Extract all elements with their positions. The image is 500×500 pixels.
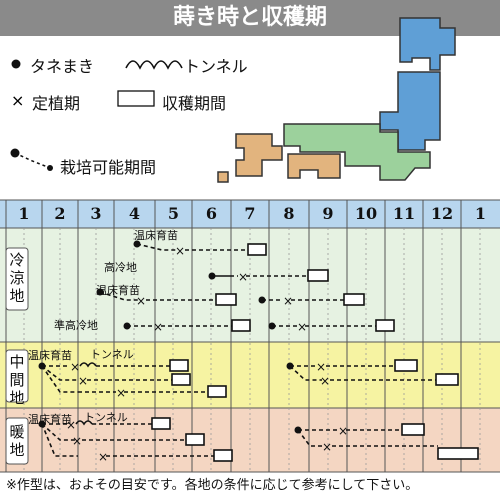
month-label: 5 (167, 204, 180, 223)
month-label: 9 (322, 204, 334, 223)
month-label: 2 (54, 204, 66, 223)
svg-text:×: × (320, 374, 330, 388)
month-label: 10 (354, 204, 378, 223)
legend-harvest-label: 収穫期間 (162, 94, 227, 113)
label-hotbed-mid: 温床育苗 (28, 349, 72, 362)
svg-text:×: × (72, 434, 82, 448)
label-hotbed-warm: 温床育苗 (28, 413, 72, 426)
footnote: ※作型は、およその目安です。各地の条件に応じて参考にして下さい。 (6, 478, 419, 493)
legend-cultivable-label: 栽培可能期間 (60, 158, 157, 177)
month-label: 3 (90, 204, 102, 223)
svg-text:×: × (153, 320, 163, 334)
label-tunnel-warm: トンネル (84, 411, 128, 424)
region-middle-label: 中間地 (9, 353, 25, 407)
legend-cultivable-mark (14, 152, 51, 169)
japan-map-icon (217, 17, 456, 183)
month-label: 1 (18, 204, 30, 223)
month-label: 7 (244, 204, 256, 223)
legend-planting-label: 定植期 (32, 94, 81, 113)
legend-harvest-mark (117, 90, 155, 107)
region-warm-label: 暖地 (9, 423, 25, 459)
svg-text:×: × (297, 320, 307, 334)
label-semi-highland: 準高冷地 (54, 319, 98, 332)
svg-text:×: × (136, 294, 146, 308)
label-highland: 高冷地 (104, 261, 137, 274)
legend-planting-mark: × (11, 91, 24, 110)
legend-tunnel-mark (125, 60, 183, 70)
region-cold-label: 冷涼地 (9, 251, 25, 305)
month-label: 6 (205, 204, 218, 223)
svg-text:×: × (238, 270, 248, 284)
svg-text:×: × (116, 386, 126, 400)
label-hotbed-cold-2: 温床育苗 (96, 284, 140, 297)
page-title: 蒔き時と収穫期 (172, 5, 327, 30)
svg-text:×: × (98, 450, 108, 464)
legend-sowing-label: タネまき (30, 57, 95, 76)
svg-text:×: × (66, 418, 76, 432)
label-tunnel-mid: トンネル (90, 348, 134, 361)
schedule-marks: × × × × × × × (38, 240, 479, 464)
svg-text:×: × (338, 424, 348, 438)
month-label: 11 (392, 204, 416, 223)
svg-text:×: × (78, 374, 88, 388)
month-label: 1 (474, 204, 487, 223)
legend-sowing-dot (11, 59, 21, 69)
legend-tunnel-label: トンネル (184, 57, 248, 76)
svg-text:×: × (316, 360, 326, 374)
month-label: 4 (128, 204, 141, 223)
svg-text:×: × (175, 244, 185, 258)
month-label: 12 (430, 204, 454, 223)
svg-text:×: × (283, 294, 293, 308)
month-label: 8 (283, 204, 295, 223)
label-hotbed-cold-1: 温床育苗 (134, 229, 178, 242)
svg-text:×: × (70, 360, 80, 374)
svg-text:×: × (322, 440, 332, 454)
